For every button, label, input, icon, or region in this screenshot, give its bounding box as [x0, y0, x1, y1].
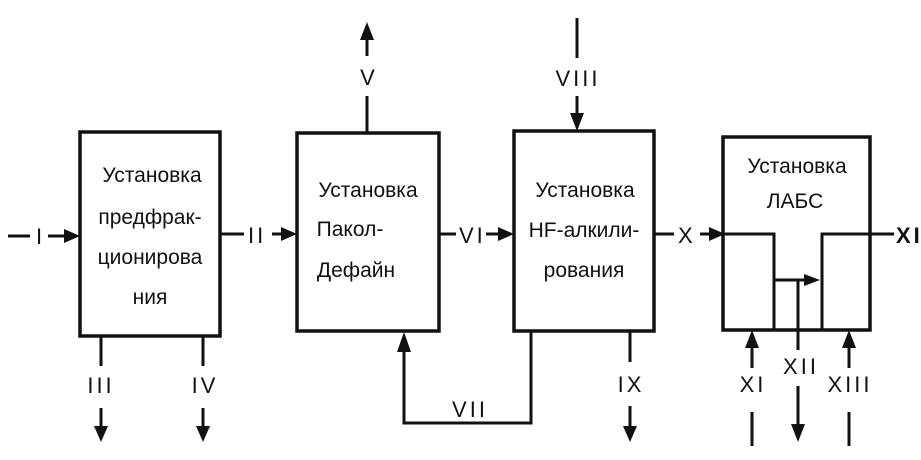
stream-x: X [654, 223, 725, 248]
unit-pacol-define-line-1: Установка [318, 179, 418, 202]
stream-xiii: XIII [827, 330, 872, 446]
stream-ix-label: IX [618, 372, 645, 397]
stream-v-label: V [360, 65, 378, 90]
unit-prefractionation-box [78, 130, 222, 338]
stream-xiii-label: XIII [827, 372, 872, 397]
unit-prefractionation-line-1: Установка [102, 164, 202, 187]
arrow-head-right [709, 227, 725, 241]
stream-iii-label: III [87, 373, 114, 398]
unit-pacol-define-line-2: Пакол- [317, 218, 384, 241]
unit-hf-alkylation-line-3: рования [544, 259, 625, 282]
stream-v: V [360, 22, 378, 133]
arrow-head-down [623, 426, 637, 442]
unit-pacol-define-box [295, 131, 441, 333]
stream-iii: III [87, 336, 114, 442]
arrow-head-down [791, 424, 805, 442]
stream-iv-label: IV [192, 373, 219, 398]
arrow-head-right [64, 229, 80, 243]
stream-ii-label: II [248, 223, 266, 248]
stream-vii: VII [397, 331, 533, 425]
stream-xiv-label: XI [896, 223, 921, 248]
stream-vi: VI [439, 223, 514, 248]
stream-ix: IX [618, 331, 645, 442]
stream-vii-label: VII [452, 397, 488, 422]
unit-prefractionation-line-2: предфрак- [98, 206, 201, 229]
unit-hf-alkylation-line-2: HF-алкили- [529, 219, 640, 242]
stream-xi: XI [740, 330, 767, 446]
arrow-head-up [842, 330, 856, 348]
arrow-head-down [196, 426, 210, 442]
stream-vi-label: VI [459, 223, 486, 248]
unit-prefractionation-line-4: ния [133, 286, 168, 309]
arrow-head-right [498, 227, 514, 241]
arrow-head-down [570, 113, 584, 131]
unit-hf-alkylation-line-1: Установка [535, 179, 635, 202]
stream-i-label: I [36, 224, 45, 249]
unit-prefractionation-line-3: ционирова [98, 246, 203, 269]
arrow-head-up [745, 330, 759, 348]
stream-xi-label: XI [740, 372, 767, 397]
unit-labs-line-1: Установка [747, 155, 847, 178]
unit-hf-alkylation-box [512, 129, 656, 333]
stream-ii: II [220, 223, 297, 248]
unit-pacol-define-line-3: Дефайн [317, 259, 395, 282]
arrow-head-down [94, 426, 108, 442]
unit-labs-line-2: ЛАБС [767, 190, 824, 213]
stream-xii: XII [783, 330, 819, 442]
stream-x-label: X [678, 223, 696, 248]
stream-i: I [8, 224, 80, 249]
arrow-head-up [360, 22, 374, 40]
arrow-head-right [281, 227, 297, 241]
stream-xii-label: XII [783, 354, 819, 379]
stream-viii-label: VIII [555, 66, 600, 91]
stream-viii: VIII [555, 18, 600, 131]
arrow-head-up [397, 332, 411, 352]
arrow-head-right [804, 274, 820, 286]
stream-xiv: XI [870, 223, 921, 248]
labs-internal-flow [723, 232, 870, 330]
stream-iv: IV [192, 336, 219, 442]
